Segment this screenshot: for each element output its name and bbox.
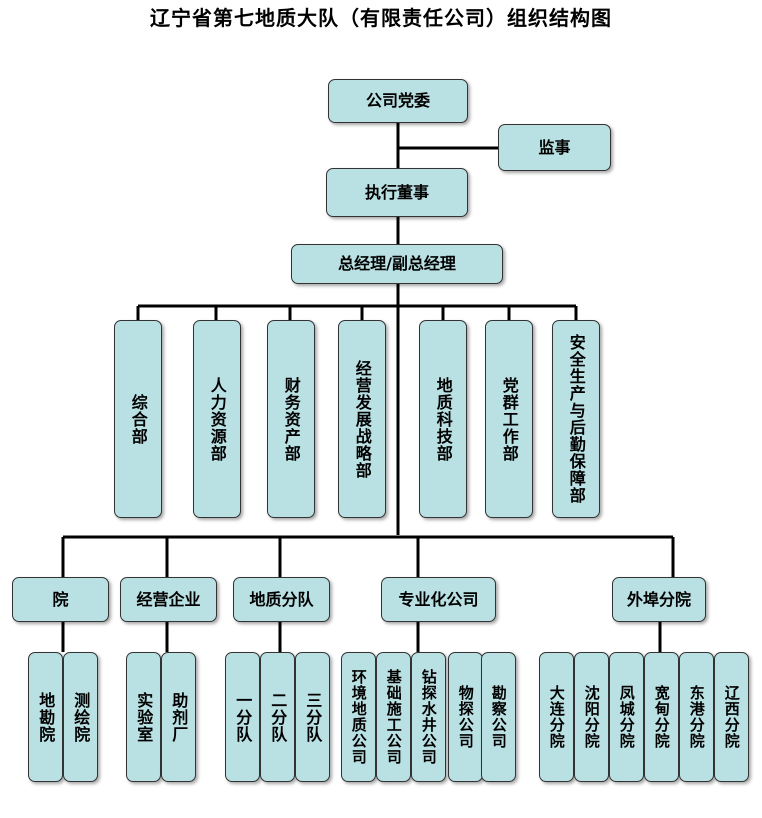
department-box-0: 综合部 — [114, 320, 162, 518]
group-label: 经营企业 — [136, 589, 201, 609]
unit-box: 环境地质公司 — [341, 652, 376, 782]
supervisor-box: 监事 — [498, 124, 611, 171]
unit-box: 钻探水井公司 — [411, 652, 446, 782]
department-label: 安全生产与后勤保障部 — [566, 334, 586, 504]
department-label: 人力资源部 — [207, 376, 227, 462]
general-manager-box: 总经理/副总经理 — [291, 244, 503, 284]
unit-box: 凤城分院 — [609, 652, 644, 782]
group-box-0: 院 — [12, 577, 109, 622]
department-box-5: 党群工作部 — [485, 320, 533, 518]
party-committee-box: 公司党委 — [328, 79, 468, 123]
unit-label: 三分队 — [303, 691, 323, 743]
executive-director-label: 执行董事 — [364, 182, 429, 202]
group-box-3: 专业化公司 — [381, 577, 496, 622]
unit-label: 钻探水井公司 — [419, 669, 438, 765]
party-committee-label: 公司党委 — [365, 91, 430, 111]
unit-box: 助剂厂 — [161, 652, 196, 782]
unit-label: 宽甸分院 — [652, 685, 671, 749]
unit-label: 地勘院 — [36, 691, 56, 743]
department-box-3: 经营发展战略部 — [338, 320, 386, 518]
unit-box: 沈阳分院 — [574, 652, 609, 782]
unit-box: 实验室 — [126, 652, 161, 782]
unit-label: 二分队 — [268, 691, 288, 743]
group-box-1: 经营企业 — [120, 577, 217, 622]
department-label: 财务资产部 — [281, 376, 301, 462]
unit-label: 一分队 — [233, 691, 253, 743]
unit-box: 基础施工公司 — [376, 652, 411, 782]
unit-box: 地勘院 — [28, 652, 63, 782]
unit-box: 三分队 — [295, 652, 330, 782]
unit-label: 物探公司 — [456, 685, 475, 749]
department-box-1: 人力资源部 — [193, 320, 241, 518]
executive-director-box: 执行董事 — [326, 168, 468, 217]
department-box-2: 财务资产部 — [267, 320, 315, 518]
unit-label: 沈阳分院 — [582, 685, 601, 749]
unit-label: 测绘院 — [71, 691, 91, 743]
unit-label: 基础施工公司 — [384, 669, 403, 765]
unit-label: 实验室 — [134, 691, 154, 743]
group-label: 院 — [52, 589, 69, 609]
unit-box: 勘察公司 — [481, 652, 516, 782]
group-box-4: 外埠分院 — [612, 577, 706, 622]
group-box-2: 地质分队 — [233, 577, 330, 622]
unit-box: 辽西分院 — [714, 652, 749, 782]
department-label: 党群工作部 — [499, 376, 519, 462]
department-label: 综合部 — [128, 393, 148, 445]
unit-box: 一分队 — [225, 652, 260, 782]
unit-label: 凤城分院 — [617, 685, 636, 749]
department-box-6: 安全生产与后勤保障部 — [552, 320, 600, 518]
department-label: 经营发展战略部 — [352, 359, 372, 479]
group-label: 专业化公司 — [398, 589, 479, 609]
unit-box: 二分队 — [260, 652, 295, 782]
unit-label: 勘察公司 — [489, 685, 508, 749]
unit-label: 东港分院 — [687, 685, 706, 749]
chart-title: 辽宁省第七地质大队（有限责任公司）组织结构图 — [150, 6, 612, 30]
unit-label: 助剂厂 — [169, 691, 189, 743]
department-box-4: 地质科技部 — [419, 320, 467, 518]
supervisor-label: 监事 — [538, 137, 571, 157]
unit-label: 环境地质公司 — [349, 669, 368, 765]
group-label: 外埠分院 — [626, 589, 691, 609]
general-manager-label: 总经理/副总经理 — [338, 254, 456, 274]
unit-box: 东港分院 — [679, 652, 714, 782]
department-label: 地质科技部 — [433, 376, 453, 462]
group-label: 地质分队 — [249, 589, 314, 609]
unit-box: 测绘院 — [63, 652, 98, 782]
unit-label: 大连分院 — [547, 685, 566, 749]
unit-box: 宽甸分院 — [644, 652, 679, 782]
unit-label: 辽西分院 — [722, 685, 741, 749]
unit-box: 大连分院 — [539, 652, 574, 782]
unit-box: 物探公司 — [448, 652, 483, 782]
